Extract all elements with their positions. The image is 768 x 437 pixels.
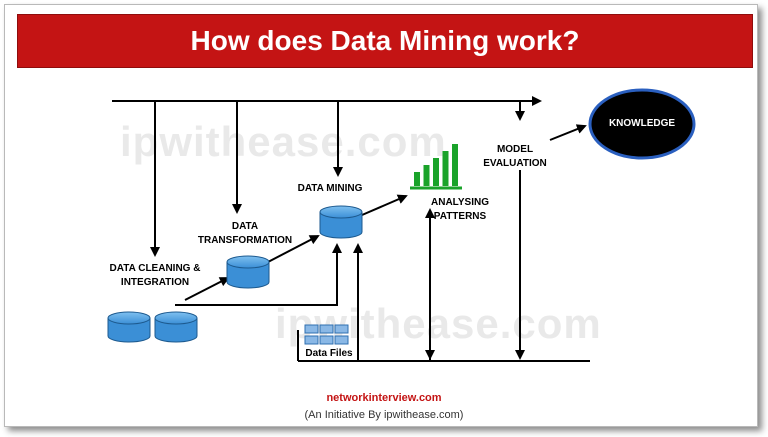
label-knowledge: KNOWLEDGE bbox=[608, 118, 676, 129]
label-data-transformation-line1: DATA bbox=[231, 221, 259, 232]
arrow-transformation-to-mining bbox=[267, 235, 320, 263]
knowledge-node bbox=[588, 88, 696, 160]
diagram-frame: How does Data Mining work? bbox=[4, 4, 758, 427]
label-data-cleaning: DATA CLEANING & INTEGRATION bbox=[100, 262, 210, 290]
watermark-top: ipwithease.com bbox=[120, 118, 447, 165]
label-data-transformation: DATA TRANSFORMATION bbox=[190, 220, 300, 248]
chart-bar-4 bbox=[442, 151, 449, 186]
arrow-mining-to-patterns bbox=[361, 194, 408, 216]
footer-initiative: (An Initiative By ipwithease.com) bbox=[304, 409, 464, 421]
label-model-evaluation-line2: EVALUATION bbox=[483, 158, 547, 169]
chart-bar-5 bbox=[452, 144, 458, 186]
database-icon-mining bbox=[319, 205, 363, 239]
label-model-evaluation-line1: MODEL bbox=[496, 144, 534, 155]
cleaning-to-mining-path bbox=[175, 243, 342, 306]
data-files-icon bbox=[304, 324, 349, 345]
chart-bar-2 bbox=[423, 165, 430, 186]
label-analysing-line1: ANALYSING bbox=[431, 197, 489, 208]
chart-bar-1 bbox=[414, 172, 420, 186]
label-data-mining: DATA MINING bbox=[297, 183, 363, 194]
database-icon-cleaning-2 bbox=[154, 311, 198, 343]
arrow-evaluation-to-knowledge bbox=[549, 124, 587, 141]
label-data-cleaning-line2: INTEGRATION bbox=[120, 277, 190, 288]
chart-bar-3 bbox=[433, 158, 439, 186]
label-analysing-line2: PATTERNS bbox=[433, 211, 487, 222]
page-title: How does Data Mining work? bbox=[190, 25, 580, 56]
database-icon-cleaning-1 bbox=[107, 311, 151, 343]
database-icon-transformation bbox=[226, 255, 270, 289]
label-data-files: Data Files bbox=[305, 348, 353, 359]
arrow-cleaning-to-transformation bbox=[184, 277, 230, 301]
label-model-evaluation: MODEL EVALUATION bbox=[470, 143, 560, 171]
label-data-transformation-line2: TRANSFORMATION bbox=[197, 235, 293, 246]
label-analysing-patterns: ANALYSING PATTERNS bbox=[415, 196, 505, 224]
bar-chart-icon bbox=[414, 144, 458, 186]
title-banner: How does Data Mining work? bbox=[17, 14, 753, 68]
label-data-cleaning-line1: DATA CLEANING & bbox=[109, 263, 201, 274]
footer-site: networkinterview.com bbox=[326, 392, 442, 404]
